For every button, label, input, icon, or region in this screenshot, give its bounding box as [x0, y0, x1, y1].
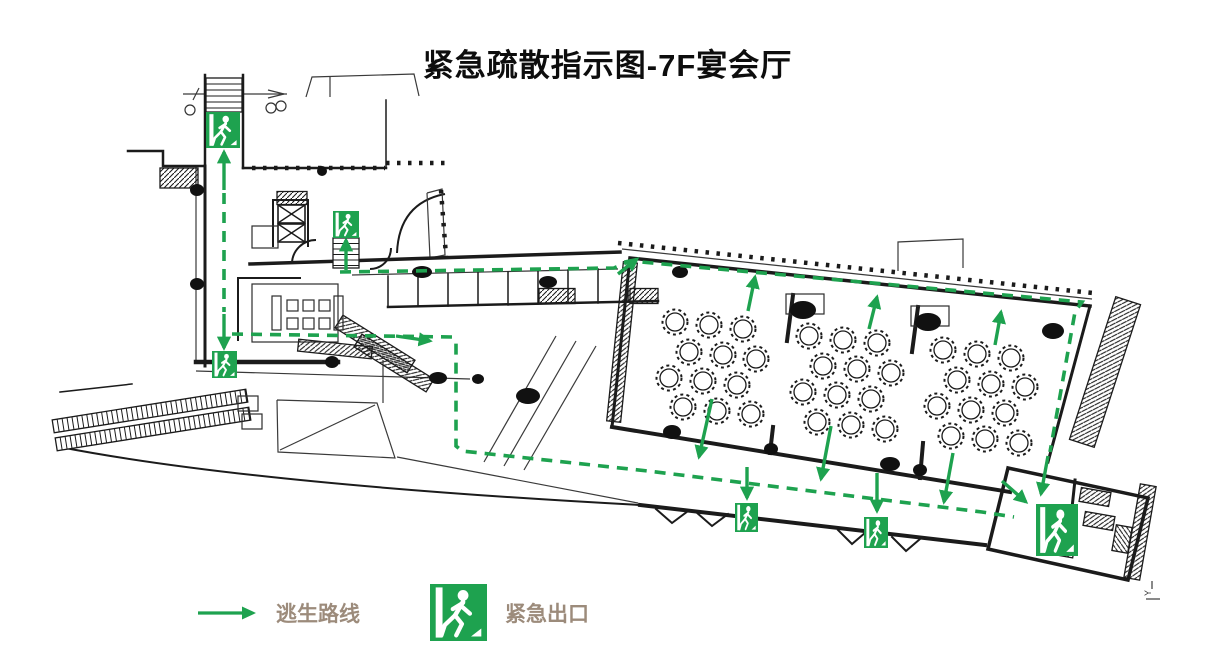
route-arrow [816, 425, 833, 482]
stair-ladders [51, 77, 360, 452]
evacuation-route [231, 332, 1015, 519]
exit-sign [1036, 504, 1078, 556]
escape-route-arrow-icon [198, 606, 256, 619]
banquet-table [1011, 373, 1039, 401]
banquet-table [695, 311, 723, 339]
banquet-table [837, 411, 865, 439]
banquet-table [703, 397, 731, 425]
route-arrow [616, 257, 640, 276]
route-arrow [991, 309, 1006, 346]
banquet-table [843, 355, 871, 383]
axis-mark-label: Y [1143, 590, 1153, 596]
banquet-table [675, 338, 703, 366]
banquet-table [729, 315, 757, 343]
banquet-table [829, 326, 857, 354]
thin-lines [183, 73, 1160, 600]
banquet-table [997, 344, 1025, 372]
banquet-table [823, 381, 851, 409]
banquet-table [863, 329, 891, 357]
legend: 逃生路线 紧急出口 [196, 584, 589, 641]
route-arrow [694, 398, 714, 460]
banquet-table [803, 408, 831, 436]
route-arrow [745, 274, 760, 312]
route-arrow [939, 452, 955, 505]
banquet-table [871, 415, 899, 443]
banquet-table [957, 396, 985, 424]
page-title: 紧急疏散指示图-7F宴会厅 [422, 48, 793, 83]
exit-sign [212, 351, 237, 378]
evacuation-route [339, 259, 1086, 453]
banquet-table [857, 385, 885, 413]
route-arrow [1036, 455, 1051, 497]
banquet-table [669, 393, 697, 421]
route-arrow [395, 332, 433, 347]
exit-sign [206, 112, 240, 148]
banquet-tables [655, 308, 1039, 457]
furniture [237, 225, 950, 430]
banquet-table [709, 341, 737, 369]
exit-sign [864, 517, 888, 548]
route-arrow [867, 294, 882, 330]
elevator-shafts [277, 204, 306, 243]
banquet-table [943, 366, 971, 394]
emergency-exit-label: 紧急出口 [505, 602, 589, 626]
banquet-table [929, 336, 957, 364]
banquet-table [789, 378, 817, 406]
exit-sign [333, 211, 359, 238]
exit-signs [206, 112, 1078, 556]
banquet-table [795, 322, 823, 350]
dimension-circles [184, 100, 287, 116]
route-arrow [1000, 479, 1029, 504]
column-blobs [190, 166, 1064, 476]
evacuation-routes [222, 193, 1086, 519]
banquet-table [963, 340, 991, 368]
perimeter-curves [59, 193, 641, 506]
banquet-table [991, 399, 1019, 427]
banquet-table [655, 364, 683, 392]
route-arrows [216, 149, 1051, 514]
banquet-table [737, 400, 765, 428]
banquet-table [742, 345, 770, 373]
exit-sign [430, 584, 487, 641]
banquet-table [877, 359, 905, 387]
banquet-table [809, 352, 837, 380]
exit-sign [735, 503, 758, 532]
banquet-table [971, 425, 999, 453]
emergency-exit-icon [430, 584, 487, 641]
banquet-table [689, 367, 717, 395]
banquet-table [937, 422, 965, 450]
banquet-table [661, 308, 689, 336]
escape-route-label: 逃生路线 [276, 602, 360, 626]
banquet-table [923, 392, 951, 420]
banquet-table [977, 370, 1005, 398]
banquet-table [1005, 429, 1033, 457]
banquet-table [723, 371, 751, 399]
